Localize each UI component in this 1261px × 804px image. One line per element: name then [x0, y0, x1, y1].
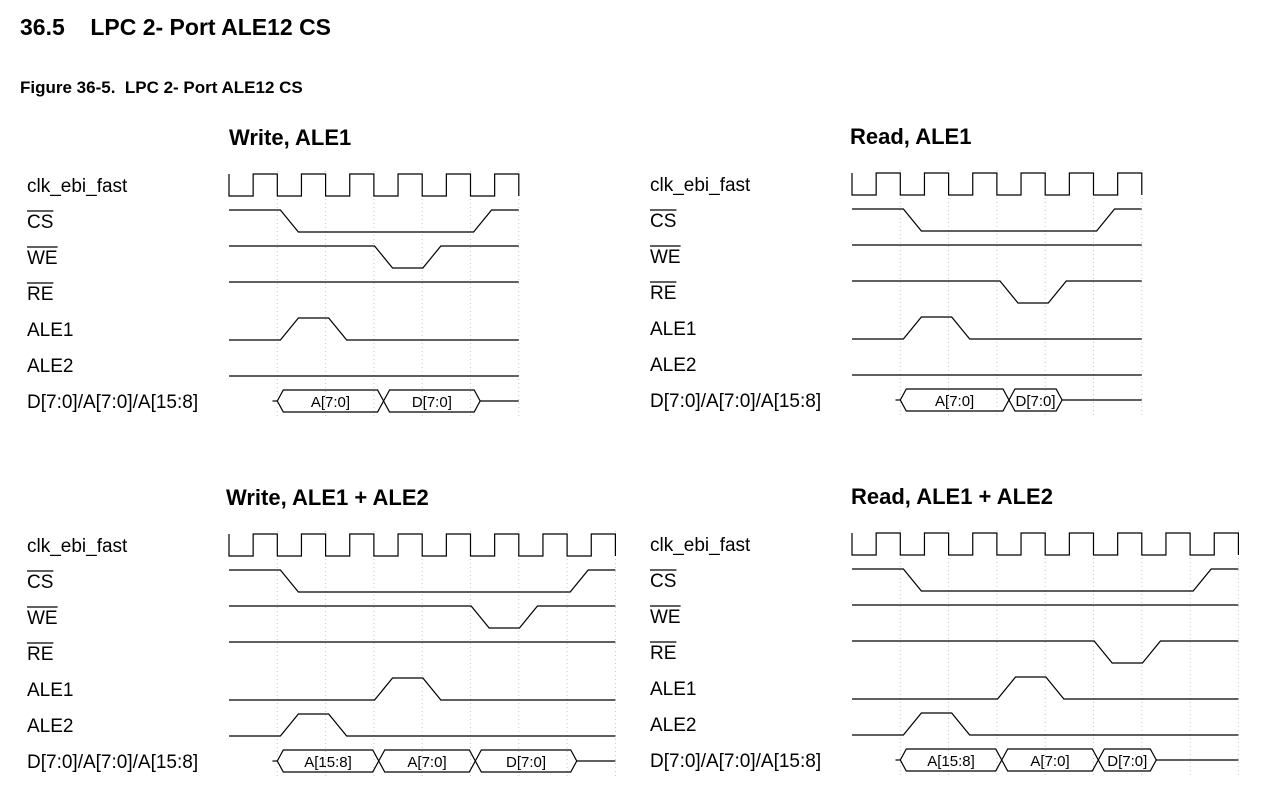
signal-label-bus: D[7:0]/A[7:0]/A[15:8] [27, 392, 198, 413]
signal-label-re: RE [650, 283, 676, 304]
waveform-ale1 [852, 676, 1239, 700]
bus-segment-label: D[7:0] [412, 394, 452, 411]
signal-label-we: WE [650, 247, 681, 268]
signal-label-clk: clk_ebi_fast [650, 175, 751, 196]
signal-label-we: WE [650, 607, 681, 628]
signal-label-re: RE [27, 284, 53, 305]
waveform-re [852, 280, 1142, 304]
waveform-clk [228, 173, 520, 197]
waveform-ale1 [229, 317, 519, 341]
panel-title: Read, ALE1 [850, 124, 971, 149]
waveform-clk [851, 532, 1239, 556]
signal-label-ale2: ALE2 [27, 356, 73, 377]
waveform-cs [229, 209, 519, 233]
waveform-ale2 [852, 712, 1239, 736]
figure-caption: Figure 36-5. LPC 2- Port ALE12 CS [20, 78, 303, 97]
signal-label-bus: D[7:0]/A[7:0]/A[15:8] [27, 752, 198, 773]
section-title: 36.5 LPC 2- Port ALE12 CS [20, 14, 331, 41]
signal-label-clk: clk_ebi_fast [27, 176, 128, 197]
bus-segment-label: A[7:0] [407, 754, 446, 771]
bus-segment-label: D[7:0] [506, 754, 546, 771]
bus-segment-label: A[7:0] [935, 393, 974, 410]
signal-label-we: WE [27, 608, 58, 629]
signal-label-ale2: ALE2 [650, 355, 696, 376]
panel-title: Write, ALE1 [229, 125, 351, 150]
bus-segment-label: D[7:0] [1107, 753, 1147, 770]
signal-label-ale2: ALE2 [650, 715, 696, 736]
section-number: 36.5 [20, 14, 65, 40]
bus-segment-label: A[7:0] [311, 394, 350, 411]
signal-label-cs: CS [27, 212, 53, 233]
waveform-cs [852, 568, 1239, 592]
section-heading: LPC 2- Port ALE12 CS [90, 14, 332, 40]
bus-segment-label: A[7:0] [1030, 753, 1069, 770]
signal-label-ale1: ALE1 [650, 319, 696, 340]
signal-label-bus: D[7:0]/A[7:0]/A[15:8] [650, 391, 821, 412]
bus-segment-label: A[15:8] [927, 753, 975, 770]
bus-segment-label: D[7:0] [1016, 393, 1056, 410]
signal-label-ale1: ALE1 [27, 680, 73, 701]
signal-label-ale1: ALE1 [27, 320, 73, 341]
signal-label-bus: D[7:0]/A[7:0]/A[15:8] [650, 751, 821, 772]
waveform-ale1 [229, 677, 616, 701]
bus-segment [1097, 748, 1157, 772]
bus-segment [382, 389, 481, 413]
waveform-cs [852, 208, 1142, 232]
waveform-clk [851, 172, 1143, 196]
panel-title: Read, ALE1 + ALE2 [851, 484, 1053, 509]
waveform-re [852, 640, 1239, 664]
signal-label-re: RE [27, 644, 53, 665]
signal-label-cs: CS [27, 572, 53, 593]
signal-label-re: RE [650, 643, 676, 664]
bus-segment-label: A[15:8] [304, 754, 352, 771]
waveform-ale2 [229, 713, 616, 737]
signal-label-cs: CS [650, 571, 676, 592]
bus-segment [474, 749, 578, 773]
signal-label-we: WE [27, 248, 58, 269]
signal-label-clk: clk_ebi_fast [27, 536, 128, 557]
signal-label-cs: CS [650, 211, 676, 232]
waveform-clk [228, 533, 616, 557]
waveform-ale1 [852, 316, 1142, 340]
panel-title: Write, ALE1 + ALE2 [226, 485, 429, 510]
bus-segment [1008, 388, 1063, 412]
signal-label-ale2: ALE2 [27, 716, 73, 737]
waveform-we [229, 245, 519, 269]
signal-label-clk: clk_ebi_fast [650, 535, 751, 556]
signal-label-ale1: ALE1 [650, 679, 696, 700]
waveform-we [229, 605, 616, 629]
waveform-cs [229, 569, 616, 593]
